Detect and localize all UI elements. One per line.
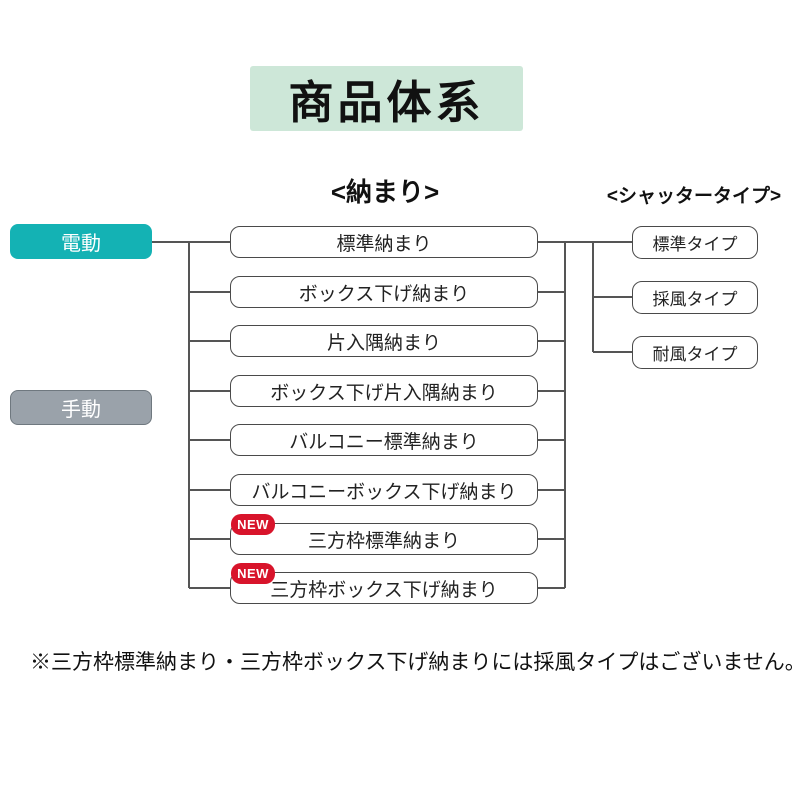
nakamari-node-standard: 標準納まり xyxy=(230,226,538,258)
node-label: ボックス下げ納まり xyxy=(298,283,470,305)
nakamari-node-three-side-frame-standard: 三方枠標準納まり xyxy=(230,523,538,555)
connector-stub xyxy=(538,439,565,441)
connector-type-trunk xyxy=(592,241,594,352)
nakamari-node-inside-corner: 片入隅納まり xyxy=(230,325,538,357)
connector-stub xyxy=(538,390,565,392)
connector-type-branch xyxy=(593,351,632,353)
node-label: 片入隅納まり xyxy=(326,332,441,354)
connector-branch xyxy=(189,291,230,293)
node-label: ボックス下げ片入隅納まり xyxy=(270,382,498,404)
shutter-type-column-header: <シャッタータイプ> xyxy=(606,186,782,207)
connector-stub xyxy=(538,241,632,243)
node-label: 採風タイプ xyxy=(652,290,738,309)
footnote: ※三方枠標準納まり・三方枠ボックス下げ納まりには採風タイプはございません。 xyxy=(30,651,800,674)
connector-type-branch xyxy=(593,296,632,298)
node-label: バルコニーボックス下げ納まり xyxy=(251,481,517,503)
connector-electric-to-trunk xyxy=(152,241,230,243)
node-label: 三方枠ボックス下げ納まり xyxy=(270,579,498,601)
nakamari-node-balcony-standard: バルコニー標準納まり xyxy=(230,424,538,456)
new-badge: NEW xyxy=(231,514,275,535)
nakamari-node-balcony-box-lowered: バルコニーボックス下げ納まり xyxy=(230,474,538,506)
connector-branch xyxy=(189,340,230,342)
nakamari-node-three-side-frame-box-lowered: 三方枠ボックス下げ納まり xyxy=(230,572,538,604)
connector-branch xyxy=(189,439,230,441)
shutter-type-node-ventilation: 採風タイプ xyxy=(632,281,758,314)
connector-branch xyxy=(189,587,230,589)
nakamari-node-box-lowered-inside-corner: ボックス下げ片入隅納まり xyxy=(230,375,538,407)
connector-stub xyxy=(538,587,565,589)
connector-left-trunk xyxy=(188,241,190,588)
page-title: 商品体系 xyxy=(250,66,523,131)
connector-stub xyxy=(538,340,565,342)
connector-branch xyxy=(189,538,230,540)
manual-drive-node: 手動 xyxy=(10,390,152,425)
nakamari-node-box-lowered: ボックス下げ納まり xyxy=(230,276,538,308)
node-label: バルコニー標準納まり xyxy=(289,431,479,453)
connector-branch xyxy=(189,390,230,392)
shutter-type-node-wind-resistant: 耐風タイプ xyxy=(632,336,758,369)
connector-right-trunk xyxy=(564,241,566,588)
connector-stub xyxy=(538,538,565,540)
shutter-type-node-standard: 標準タイプ xyxy=(632,226,758,259)
connector-branch xyxy=(189,489,230,491)
node-label: 三方枠標準納まり xyxy=(307,530,460,552)
connector-stub xyxy=(538,291,565,293)
node-label: 標準タイプ xyxy=(652,235,738,254)
new-badge: NEW xyxy=(231,563,275,584)
node-label: 標準納まり xyxy=(336,233,432,255)
electric-drive-node: 電動 xyxy=(10,224,152,259)
node-label: 耐風タイプ xyxy=(652,345,738,364)
nakamari-column-header: <納まり> xyxy=(330,177,440,207)
connector-stub xyxy=(538,489,565,491)
